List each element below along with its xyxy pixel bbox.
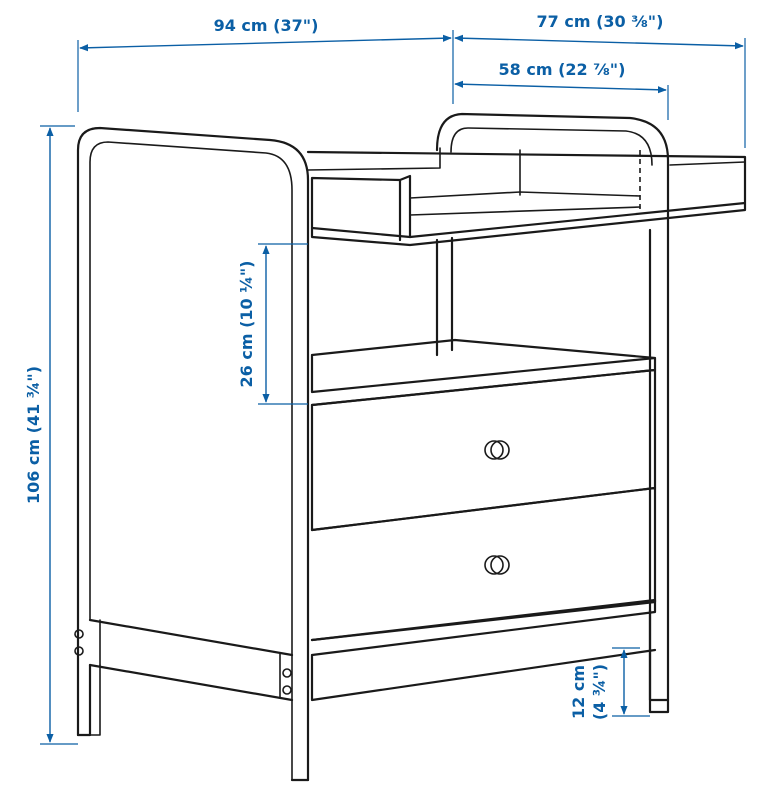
top-depth-label: 58 cm (22 ⅞") (499, 60, 626, 79)
changing-table-drawing (74, 112, 747, 782)
drawer-knob-top (484, 440, 510, 460)
shelf-clearance-label: 26 cm (10 ¼") (237, 261, 256, 388)
plinth (310, 598, 657, 702)
drawer-top (310, 368, 657, 532)
tray-back-edge (307, 147, 746, 196)
left-side-frame-inner (89, 141, 293, 781)
dimension-lines (40, 30, 746, 745)
front-upright (435, 236, 454, 357)
screw-mark (74, 629, 84, 639)
right-side-frame-outer (435, 112, 670, 702)
dimension-labels: 94 cm (37") 77 cm (30 ⅜") 58 cm (22 ⅞") … (24, 12, 663, 720)
left-lower-rail (88, 618, 294, 702)
left-rail-joint (99, 619, 281, 699)
top-depth-dimension-line (454, 80, 667, 94)
screw-mark (74, 646, 84, 656)
screw-mark (282, 685, 292, 695)
depth-label: 77 cm (30 ⅜") (537, 12, 664, 31)
floor-clearance-label-cm: 12 cm (569, 665, 588, 719)
drawer-bottom (310, 486, 657, 642)
right-side-frame-inner (450, 127, 653, 166)
right-front-leg (648, 608, 670, 714)
drawer-knob-bottom (484, 555, 510, 575)
depth-dimension-line (454, 34, 744, 50)
open-shelf (310, 338, 657, 407)
width-dimension-line (79, 34, 452, 52)
left-rear-leg (76, 663, 92, 737)
tray-front-rail (310, 174, 412, 242)
tray-inner-floor (409, 191, 641, 216)
floor-clearance-label-in: (4 ¾") (590, 664, 609, 720)
screw-mark (282, 668, 292, 678)
left-rear-leg-inner (77, 619, 101, 736)
width-label: 94 cm (37") (214, 16, 319, 35)
tray-top-outline (306, 150, 747, 247)
height-label: 106 cm (41 ¾") (24, 366, 43, 504)
left-side-frame-outer (76, 126, 310, 782)
